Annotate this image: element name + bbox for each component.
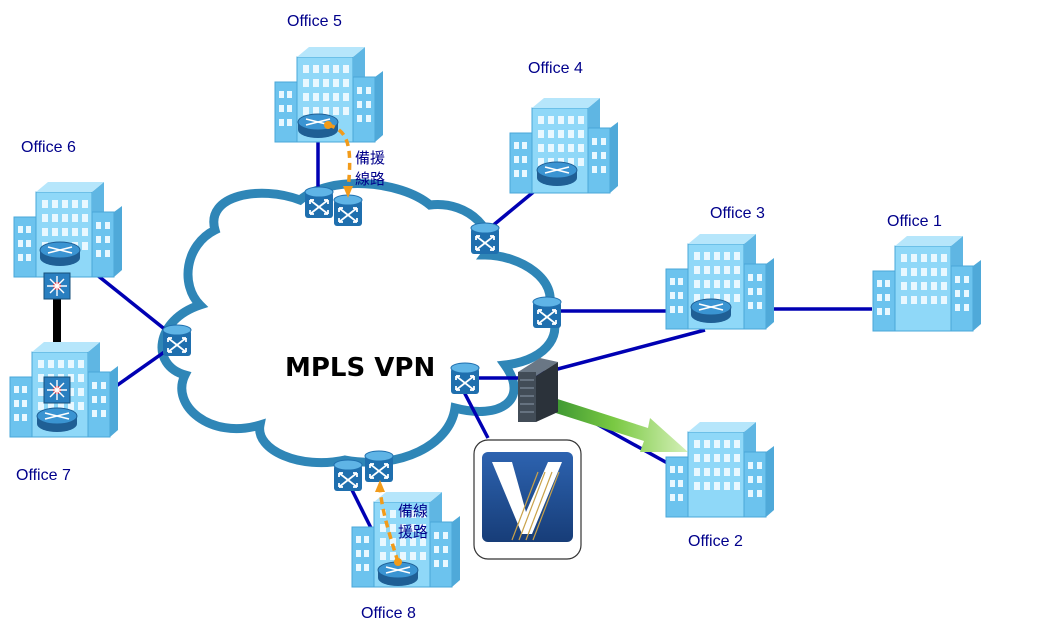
backup-origin-dot xyxy=(324,121,332,129)
backup-origin-dot xyxy=(394,558,402,566)
office-building-icon xyxy=(665,421,775,518)
router-icon xyxy=(690,298,732,324)
atm-switch-icon xyxy=(333,194,363,227)
layer3-switch-icon xyxy=(43,272,71,300)
atm-switch-icon xyxy=(450,362,480,395)
office-2-label: Office 2 xyxy=(688,533,743,550)
router-icon xyxy=(36,407,78,433)
office-6-label: Office 6 xyxy=(21,139,76,156)
network-title: MPLS VPN xyxy=(285,353,435,383)
office8-backup-link xyxy=(378,487,400,563)
layer3-switch-icon xyxy=(43,376,71,404)
traffic-arrow-icon xyxy=(540,395,688,452)
office5-backup-link xyxy=(327,123,352,191)
v-logo-icon xyxy=(473,439,582,560)
backup-label: 備援 xyxy=(355,149,385,167)
office-4-label: Office 4 xyxy=(528,60,583,77)
atm-switch-icon xyxy=(470,222,500,255)
atm-switch-icon xyxy=(304,186,334,219)
atm-switch-icon xyxy=(364,450,394,483)
server-icon xyxy=(518,358,558,422)
router-icon xyxy=(536,161,578,187)
backup-arrow-icon xyxy=(375,480,385,492)
atm-switch-icon xyxy=(333,459,363,492)
router-icon xyxy=(39,241,81,267)
office-building-icon xyxy=(872,235,982,332)
office-1-label: Office 1 xyxy=(887,213,942,230)
office-7-label: Office 7 xyxy=(16,467,71,484)
atm-switch-icon xyxy=(532,296,562,329)
office-5-label: Office 5 xyxy=(287,13,342,30)
backup-label: 備線 xyxy=(398,502,428,520)
office-3-label: Office 3 xyxy=(710,205,765,222)
backup-label: 援路 xyxy=(398,523,428,541)
atm-switch-icon xyxy=(162,324,192,357)
backup-label: 線路 xyxy=(355,170,385,188)
office-8-label: Office 8 xyxy=(361,605,416,622)
backup-arrow-icon xyxy=(343,186,353,198)
